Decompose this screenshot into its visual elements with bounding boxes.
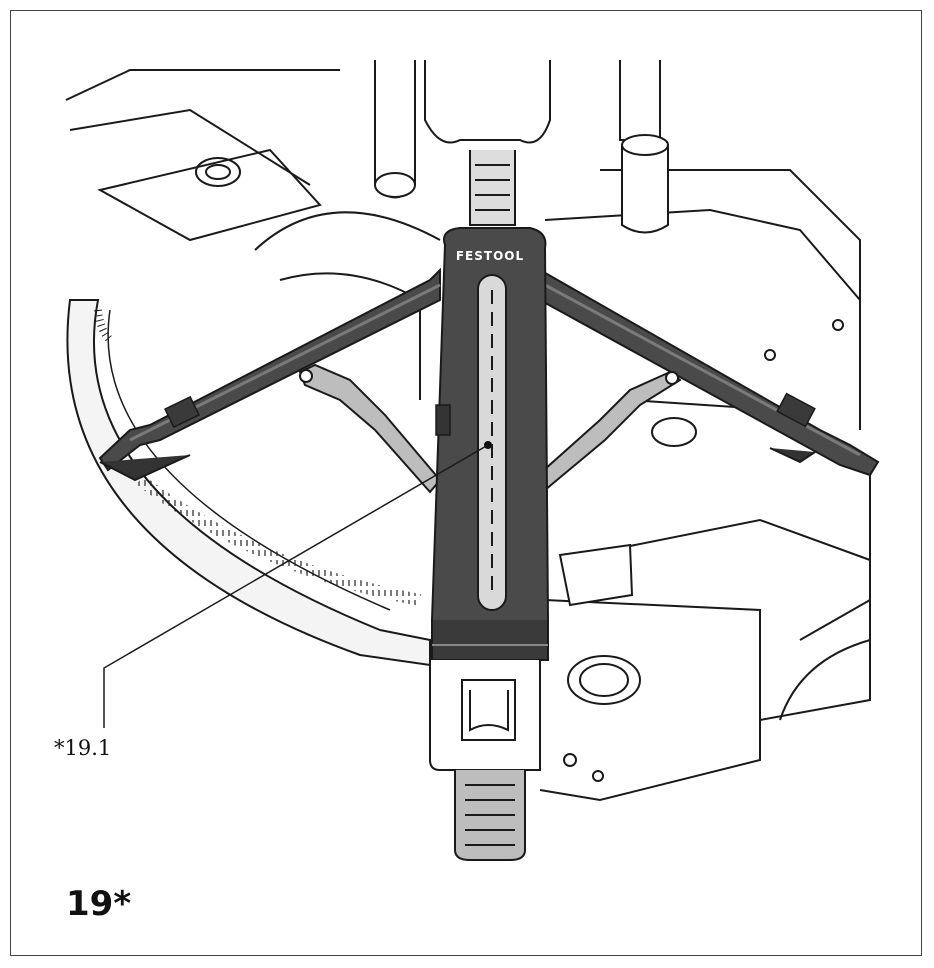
callout-leader-line: [103, 444, 489, 728]
brand-logo: FESTOOL: [456, 249, 524, 263]
miter-angle-scale: [66, 299, 634, 667]
callout-label: *19.1: [54, 736, 112, 760]
left-arm: [98, 267, 441, 482]
right-arm: [539, 268, 880, 477]
saw-head-rails: [374, 60, 669, 234]
figure-number: 19*: [66, 884, 132, 924]
front-handle: [429, 660, 541, 861]
linkage-arms: [298, 363, 682, 494]
center-bar: [430, 227, 550, 661]
